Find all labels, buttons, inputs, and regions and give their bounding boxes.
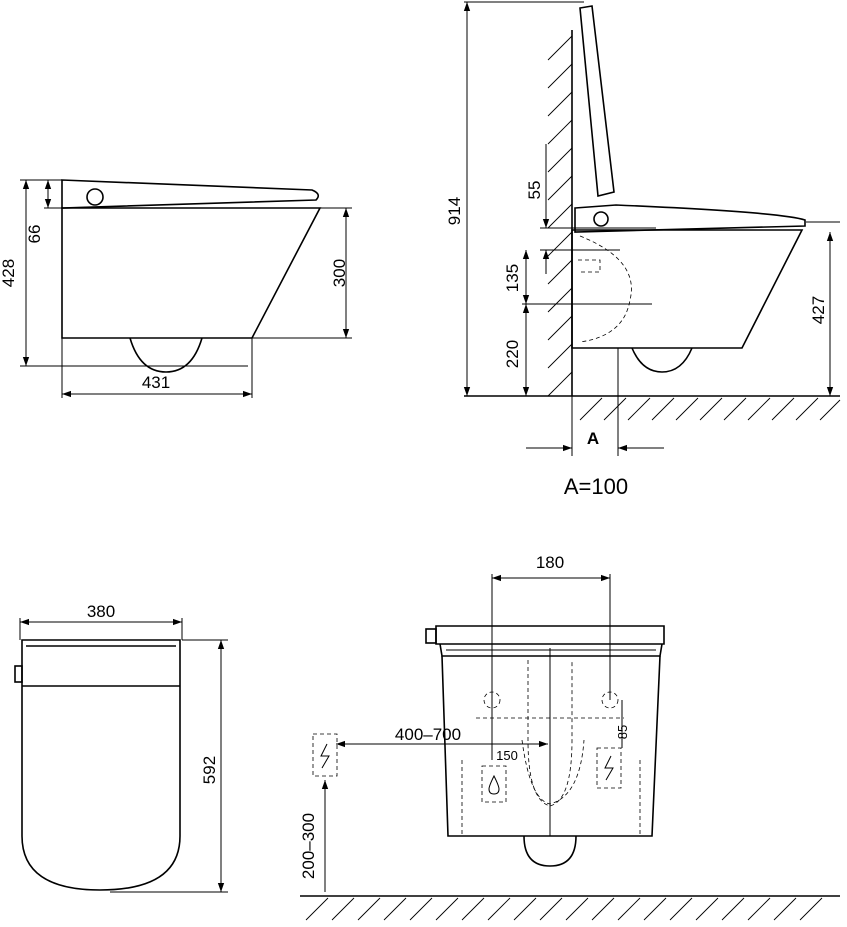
side-height-total-label: 428	[0, 259, 18, 287]
top-length-label: 592	[200, 756, 219, 784]
install-rim-height-label: 427	[809, 296, 828, 324]
toilet-top-outline	[14, 639, 181, 891]
front-socket-height-label: 200–300	[299, 813, 318, 879]
install-offset-lower-label: 220	[503, 340, 522, 368]
top-width-label: 380	[87, 602, 115, 621]
front-view: 180 400–700 200–300 150 85	[299, 553, 840, 921]
side-view: 428 66 300 431	[0, 179, 352, 398]
toilet-front-outline	[425, 625, 665, 867]
top-dimension-lines	[19, 618, 228, 893]
install-offset-middle-label: 135	[503, 264, 522, 292]
toilet-side-outline	[61, 179, 322, 373]
install-height-total-label: 914	[445, 197, 464, 225]
install-seat-thickness-label: 55	[525, 181, 544, 200]
front-socket-vertical-label: 85	[615, 725, 630, 739]
front-socket-distance-label: 400–700	[395, 725, 461, 744]
front-bolt-spacing-label: 180	[536, 553, 564, 572]
installation-view: 914 55 135 220 427 A A=100	[445, 1, 841, 499]
toilet-installed-outline	[571, 5, 806, 373]
top-view: 380 592	[14, 602, 228, 893]
install-a-value-label: A=100	[564, 474, 628, 499]
floor-hatch-bottom	[300, 895, 840, 921]
install-dimension-lines	[463, 1, 840, 456]
side-height-bowl-label: 300	[330, 259, 349, 287]
water-box	[481, 765, 507, 803]
socket-box-right	[596, 747, 622, 789]
install-a-marker-label: A	[587, 429, 599, 448]
socket-box-left	[312, 733, 338, 777]
front-water-offset-label: 150	[496, 748, 518, 763]
side-depth-label: 431	[142, 373, 170, 392]
water-drop-icon	[488, 774, 500, 795]
floor-hatch-top	[464, 395, 841, 421]
side-height-top-label: 66	[25, 225, 44, 244]
wall-hatch	[547, 30, 573, 397]
electric-socket-icon	[320, 743, 330, 769]
side-dimension-lines	[20, 179, 352, 398]
front-dimension-lines	[321, 574, 623, 892]
electric-socket-icon	[604, 755, 614, 781]
